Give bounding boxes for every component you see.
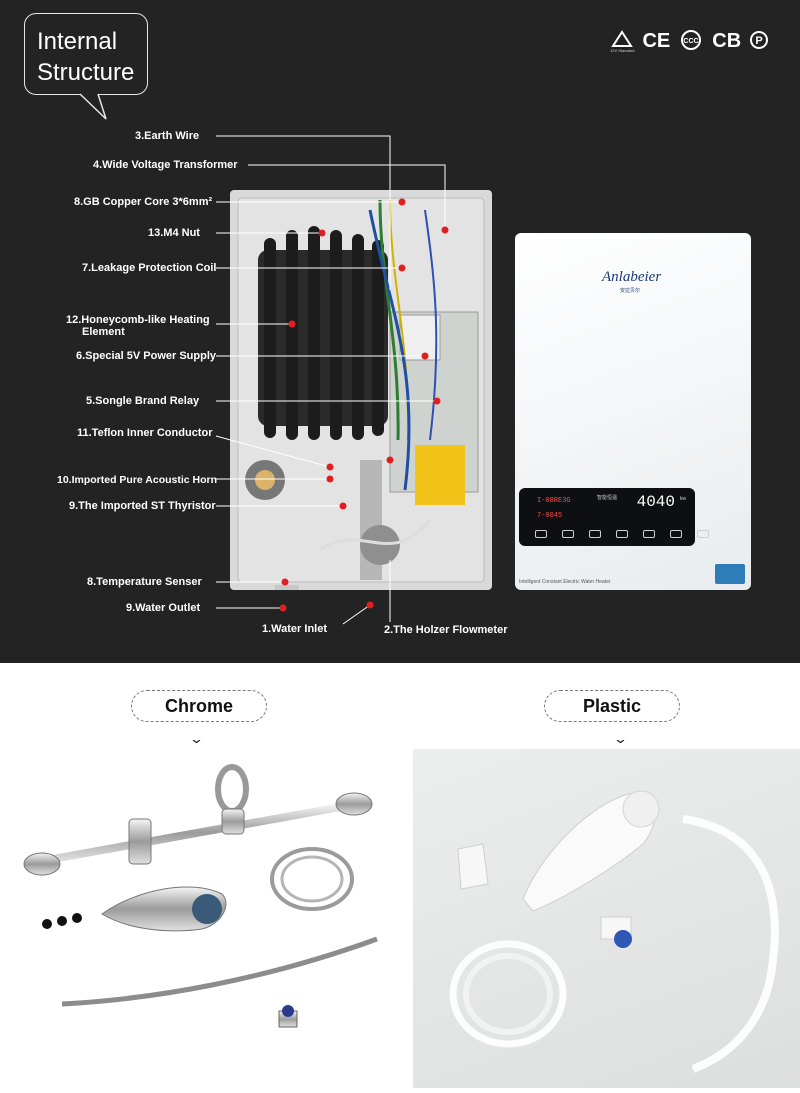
display-unit: kw: [679, 496, 686, 502]
svg-text:P: P: [755, 35, 762, 47]
label-heating-element-line1: 12.Honeycomb-like Heating: [66, 314, 210, 326]
bubble-title: Internal Structure: [37, 26, 134, 88]
label-leakage-coil: 7.Leakage Protection Coil: [82, 262, 217, 274]
touch-key[interactable]: [535, 530, 547, 538]
chrome-accessories-drawing: [23, 764, 378, 1028]
touch-key[interactable]: [670, 530, 682, 538]
internal-structure-bubble: Internal Structure: [24, 13, 148, 95]
display-mode-text: 智能恒温: [597, 495, 618, 501]
label-relay: 5.Songle Brand Relay: [86, 395, 200, 407]
panel-footer-text: Intelligent Constant Electric Water Heat…: [519, 579, 611, 585]
ccc-mark-icon: CCC: [678, 30, 704, 50]
label-horn: 10.Imported Pure Acoustic Horn: [57, 474, 218, 486]
touch-key[interactable]: [616, 530, 628, 538]
label-thyristor: 9.The Imported ST Thyristor: [69, 500, 216, 512]
touch-keys: [535, 530, 709, 538]
heater-internals-drawing: [237, 197, 485, 590]
label-copper-core: 8.GB Copper Core 3*6mm²: [74, 196, 213, 208]
touch-key[interactable]: [562, 530, 574, 538]
triangle-cert-icon: 12V Standard: [610, 30, 634, 54]
label-heating-element-line2: Element: [82, 326, 125, 338]
ce-mark-icon: CE: [642, 30, 671, 52]
touch-key[interactable]: [697, 530, 709, 538]
chrome-accessories-image: [17, 749, 403, 1088]
label-temp-sensor: 8.Temperature Senser: [87, 576, 202, 588]
label-earth-wire: 3.Earth Wire: [135, 130, 200, 142]
heater-internal-image: [230, 190, 492, 590]
plastic-accessories-image: [413, 749, 800, 1088]
svg-text:CCC: CCC: [684, 38, 699, 45]
energy-badge: [715, 564, 745, 584]
plastic-accessories-drawing: [449, 790, 779, 1073]
option-chrome[interactable]: Chrome: [131, 690, 267, 722]
display-status-line1: I-08RE3G: [537, 497, 571, 505]
option-plastic[interactable]: Plastic: [544, 690, 680, 722]
display-status-line2: 7-0045: [537, 512, 563, 520]
touch-key[interactable]: [643, 530, 655, 538]
touch-key[interactable]: [589, 530, 601, 538]
control-panel-image: Anlabeier 安拉贝尔 I-08RE3G 7-0045 智能恒温 4040…: [515, 233, 751, 590]
chevron-down-icon: ⌄: [612, 731, 629, 746]
label-water-outlet: 9.Water Outlet: [126, 602, 201, 614]
bubble-title-line2: Structure: [37, 59, 135, 86]
label-power-supply: 6.Special 5V Power Supply: [76, 350, 216, 362]
chevron-down-icon: ⌄: [188, 731, 205, 746]
lcd-display: I-08RE3G 7-0045 智能恒温 4040 kw: [519, 488, 709, 546]
label-transformer: 4.Wide Voltage Transformer: [93, 159, 238, 171]
label-m4-nut: 13.M4 Nut: [148, 227, 200, 239]
bubble-tail: [79, 93, 107, 120]
patent-mark-icon: P: [749, 30, 769, 50]
leader-lines: [215, 135, 449, 625]
bubble-title-line1: Internal: [37, 28, 118, 55]
brand-subtitle: 安拉贝尔: [620, 288, 641, 294]
display-temperature: 4040: [636, 493, 675, 511]
cb-mark-icon: CB: [712, 30, 742, 52]
label-flowmeter: 2.The Holzer Flowmeter: [384, 624, 508, 636]
brand-logo: Anlabeier: [602, 269, 662, 285]
label-teflon: 11.Teflon Inner Conductor: [77, 427, 213, 439]
internal-structure-panel: Internal Structure 12V Standard CE CCC C…: [0, 0, 800, 663]
certification-marks: 12V Standard CE CCC CB P: [610, 30, 769, 54]
label-water-inlet: 1.Water Inlet: [262, 623, 327, 635]
